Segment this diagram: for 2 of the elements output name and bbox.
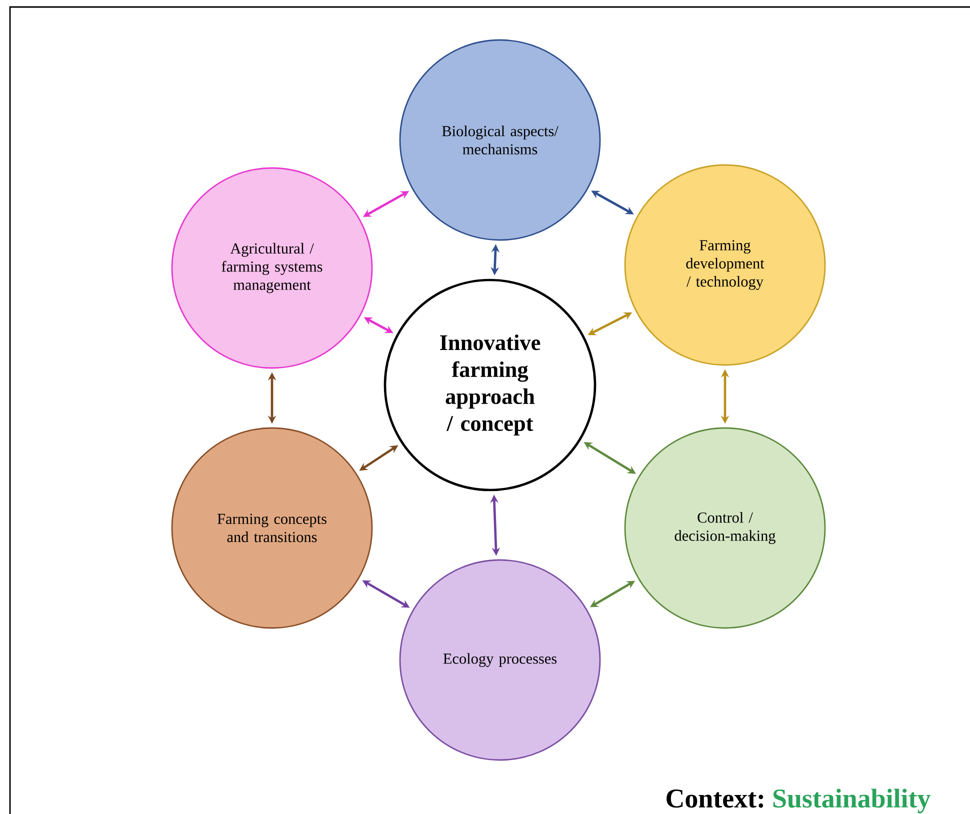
context-value: Sustainability (773, 788, 930, 814)
context-label: Context: (666, 790, 764, 808)
